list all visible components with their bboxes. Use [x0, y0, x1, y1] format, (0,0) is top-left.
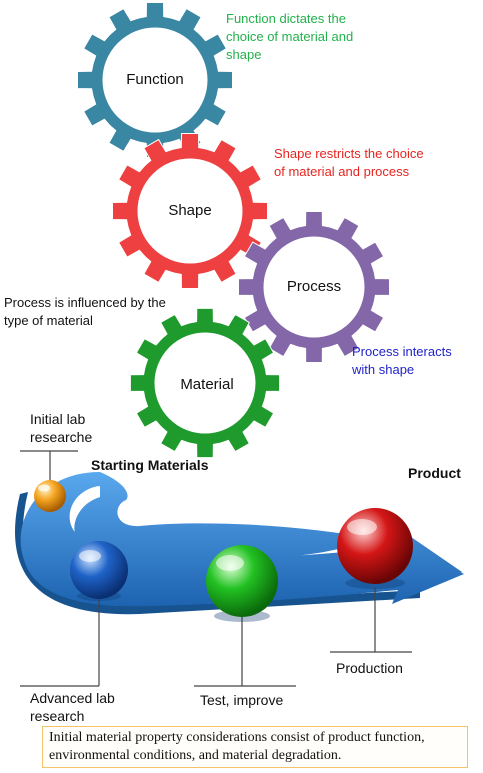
annotation-process-shape: Process interacts with shape	[352, 344, 452, 377]
ball-highlight	[79, 550, 101, 562]
product-label: Product	[408, 465, 461, 481]
ball-initial	[34, 480, 66, 512]
ball-advanced	[70, 541, 128, 599]
gear-shape	[112, 133, 268, 289]
gear-label-material: Material	[180, 376, 234, 393]
ball-production	[337, 508, 413, 584]
gear-function	[77, 2, 233, 158]
starting-materials-label: Starting Materials	[91, 457, 209, 473]
gear-label-function: Function	[126, 71, 184, 88]
annotation-shape: Shape restricts the choice of material a…	[274, 146, 424, 179]
gear-label-process: Process	[286, 278, 342, 295]
step-label-test: Test, improve	[200, 692, 284, 708]
ball-highlight	[38, 484, 50, 492]
gear-material	[129, 307, 281, 459]
ball-highlight	[347, 519, 377, 535]
step-label-initial: Initial lab researche	[30, 411, 93, 445]
annotation-function: Function dictates the choice of material…	[226, 11, 354, 62]
ball-highlight	[216, 555, 244, 571]
annotation-process-material: Process is influenced by the type of mat…	[4, 295, 166, 328]
step-label-advanced: Advanced lab research	[30, 690, 115, 724]
step-label-production: Production	[336, 660, 403, 676]
gear-label-shape: Shape	[168, 202, 212, 219]
caption-box: Initial material property considerations…	[42, 726, 468, 768]
gear-process	[238, 211, 390, 363]
ball-test	[206, 545, 278, 617]
